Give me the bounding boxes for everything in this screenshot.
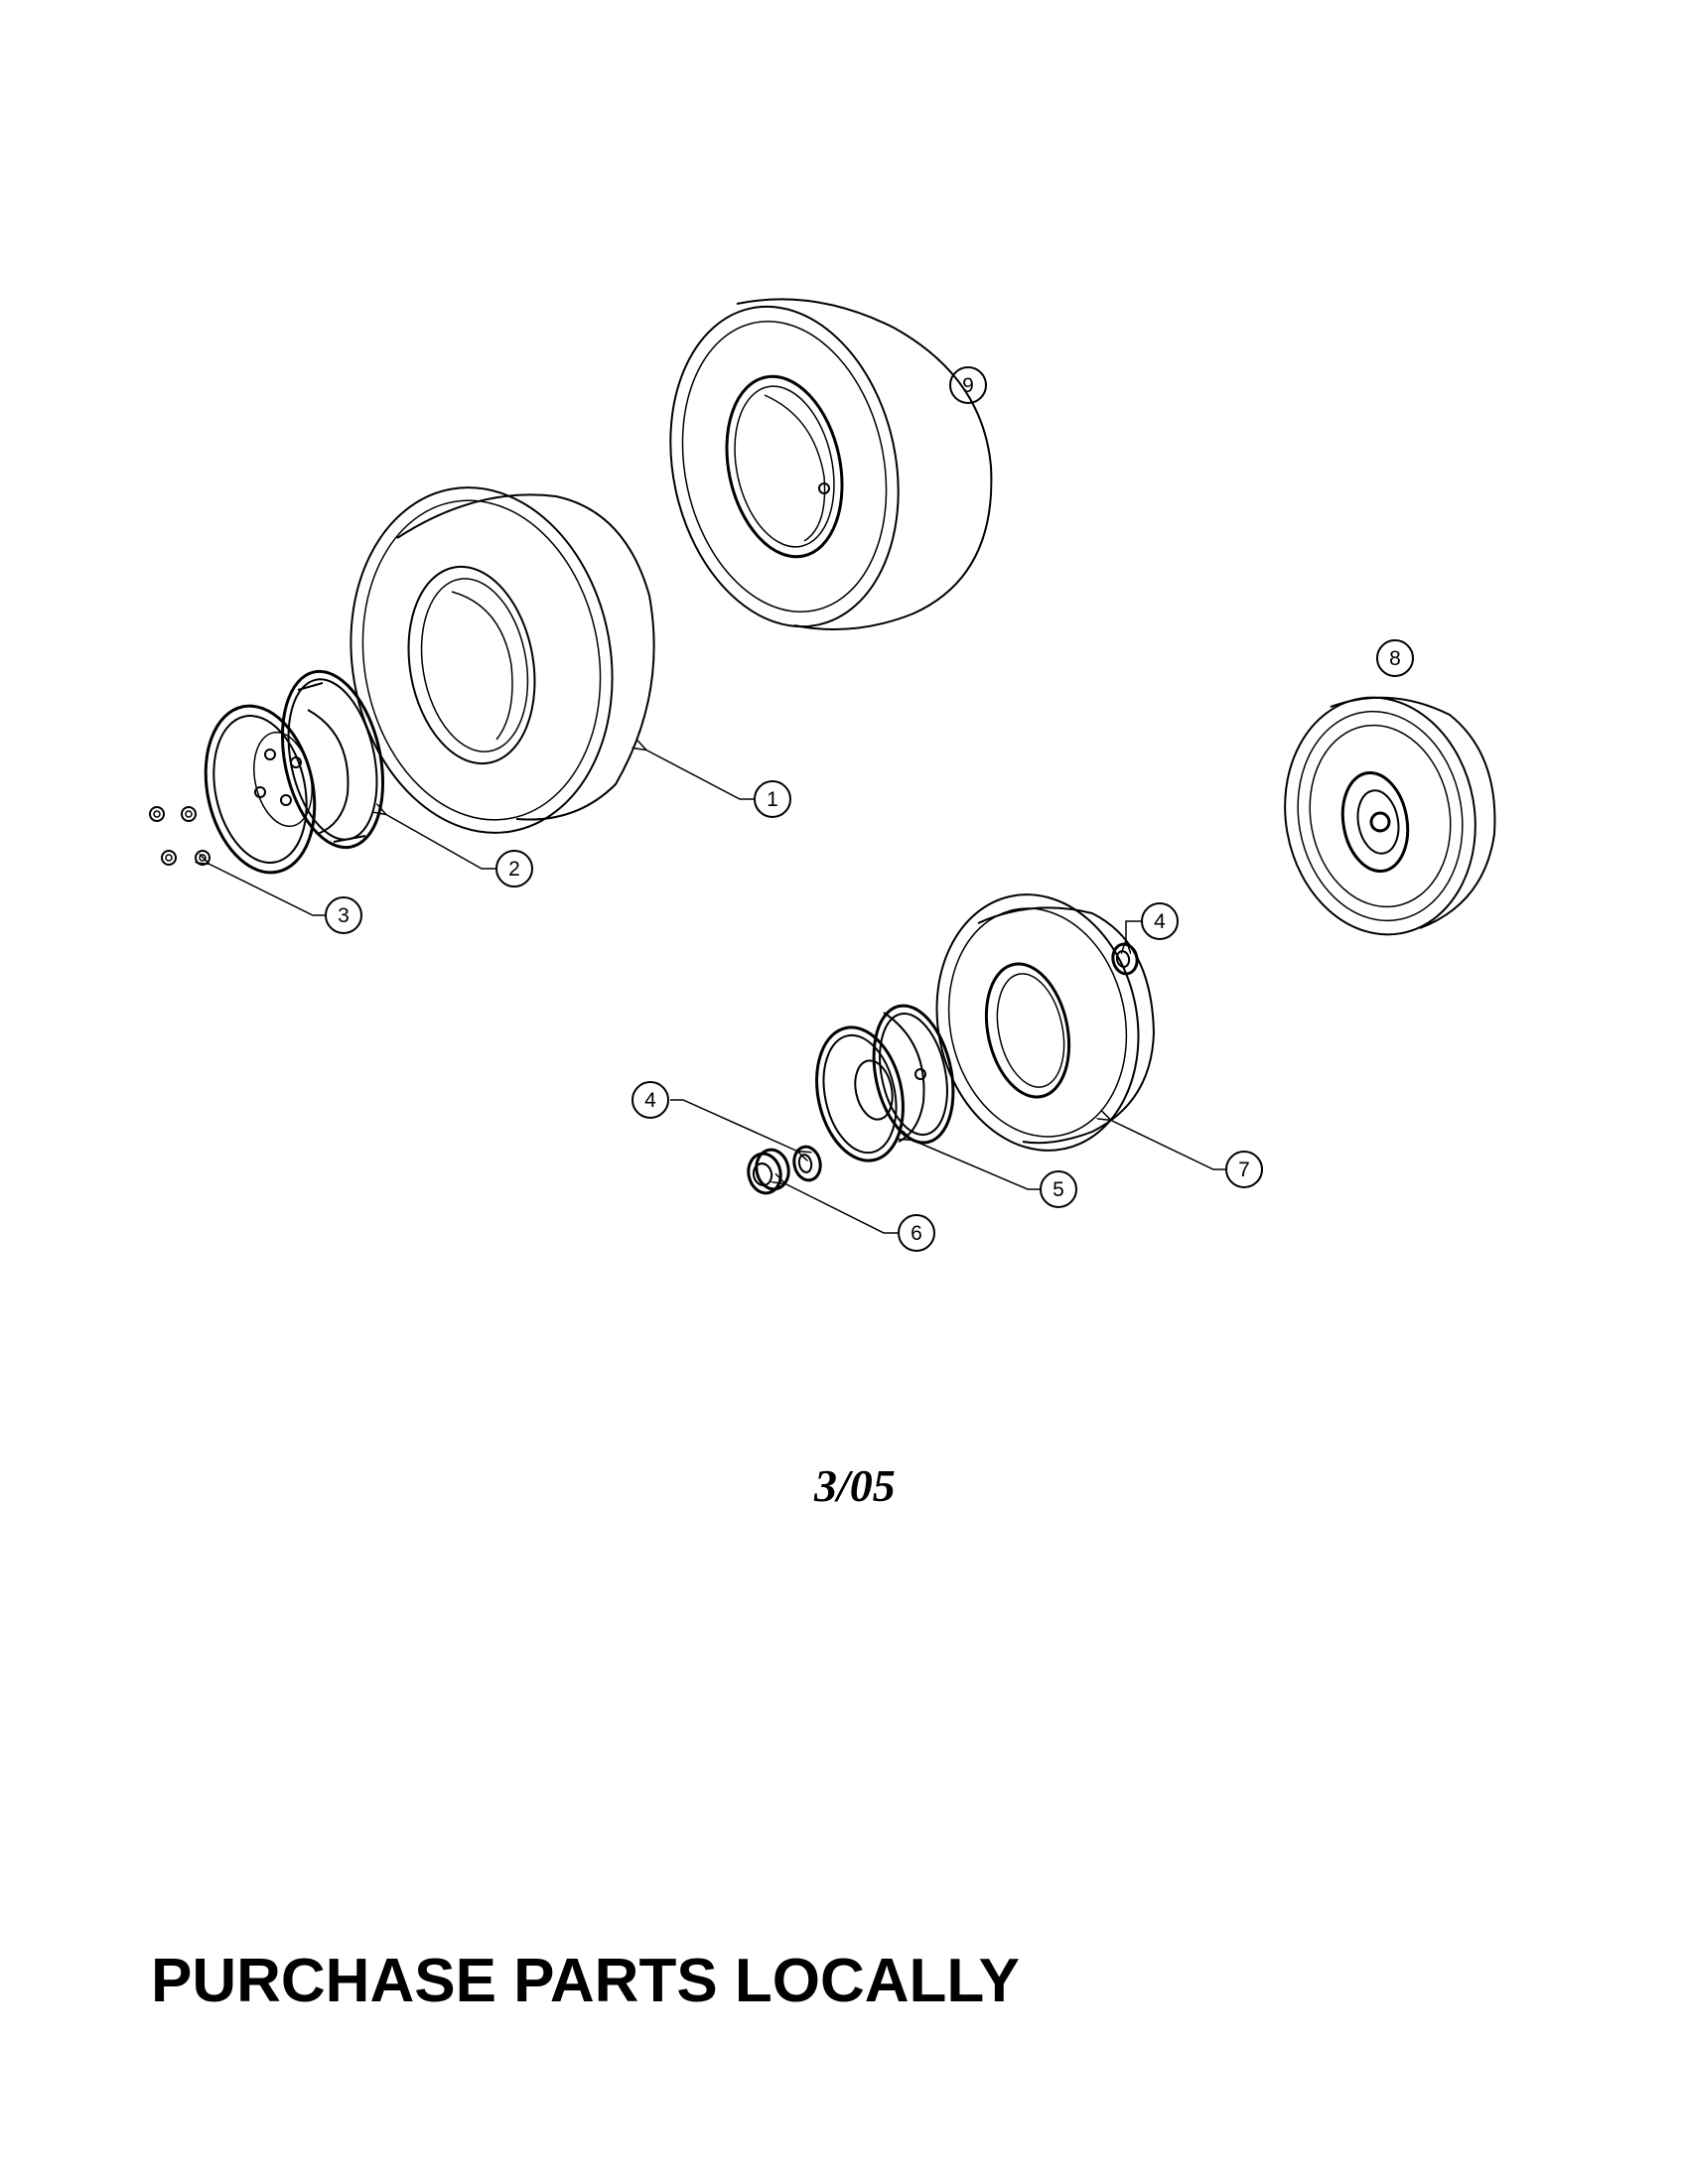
date-stamp: 3/05	[814, 1460, 896, 1511]
rim-2	[204, 669, 385, 875]
callout-8-label: 8	[1389, 647, 1401, 670]
nut-6	[747, 1148, 790, 1195]
callout-8: 8	[1376, 639, 1414, 677]
callout-4-rear: 4	[1141, 902, 1179, 940]
callout-9-label: 9	[962, 374, 974, 397]
footer-notice: PURCHASE PARTS LOCALLY	[151, 1947, 1020, 2015]
callout-2-label: 2	[508, 858, 520, 881]
callout-6-label: 6	[911, 1222, 922, 1245]
tire-7	[935, 893, 1156, 1152]
callout-4-front-label: 4	[644, 1089, 656, 1112]
tire-8	[1284, 696, 1496, 936]
callout-6: 6	[898, 1214, 935, 1252]
callout-5-label: 5	[1052, 1178, 1064, 1201]
rim-5	[815, 1004, 955, 1162]
lug-nuts-3	[149, 806, 210, 866]
callout-4-front: 4	[632, 1081, 669, 1119]
callout-3: 3	[325, 896, 362, 934]
callout-4-rear-label: 4	[1154, 910, 1166, 933]
tire-1	[350, 486, 655, 834]
leader-lines	[209, 750, 1226, 1234]
callout-1-label: 1	[767, 788, 778, 811]
callout-7: 7	[1225, 1151, 1263, 1188]
tire-9	[669, 298, 993, 630]
callout-3-label: 3	[338, 904, 350, 927]
callout-7-label: 7	[1238, 1159, 1250, 1181]
callout-1: 1	[754, 780, 791, 818]
callout-9: 9	[949, 366, 987, 404]
callout-2: 2	[495, 850, 533, 887]
callout-5: 5	[1040, 1170, 1077, 1208]
